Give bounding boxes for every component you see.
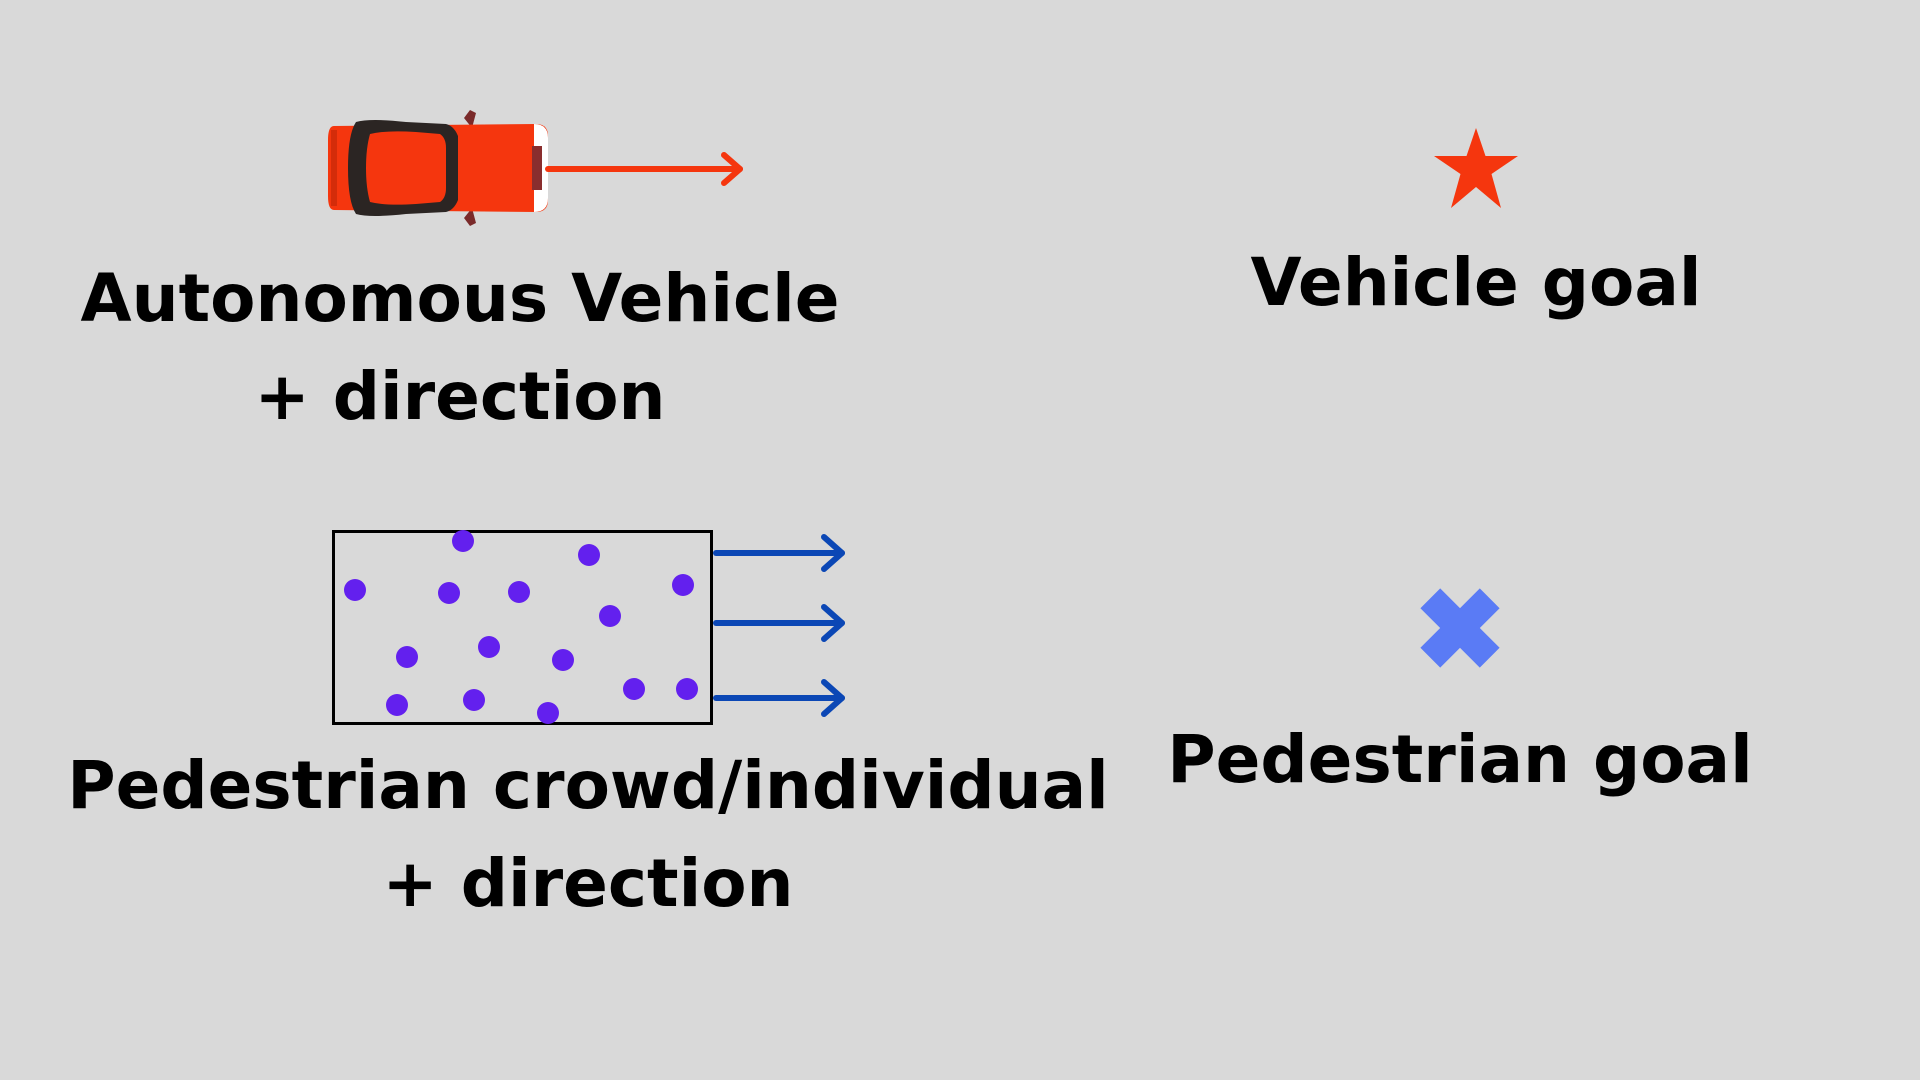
vehicle-label-line2: + direction (254, 358, 666, 435)
vehicle-label-line1: Autonomous Vehicle (80, 260, 840, 337)
vehicle-goal-label: Vehicle goal (1250, 244, 1702, 321)
crowd-box-icon (332, 530, 713, 725)
x-mark-icon (1420, 588, 1500, 668)
pedestrian-goal-label: Pedestrian goal (1167, 721, 1753, 798)
pedestrian-direction-arrow-icon (713, 604, 845, 642)
pedestrian-label-line1: Pedestrian crowd/individual (67, 747, 1109, 824)
vehicle-direction-arrow-icon (545, 152, 743, 186)
pedestrian-direction-arrow-icon (713, 679, 845, 717)
pedestrian-direction-arrow-icon (713, 534, 845, 572)
star-icon (1434, 128, 1518, 208)
car-icon (328, 110, 548, 226)
pedestrian-label-line2: + direction (382, 845, 794, 922)
